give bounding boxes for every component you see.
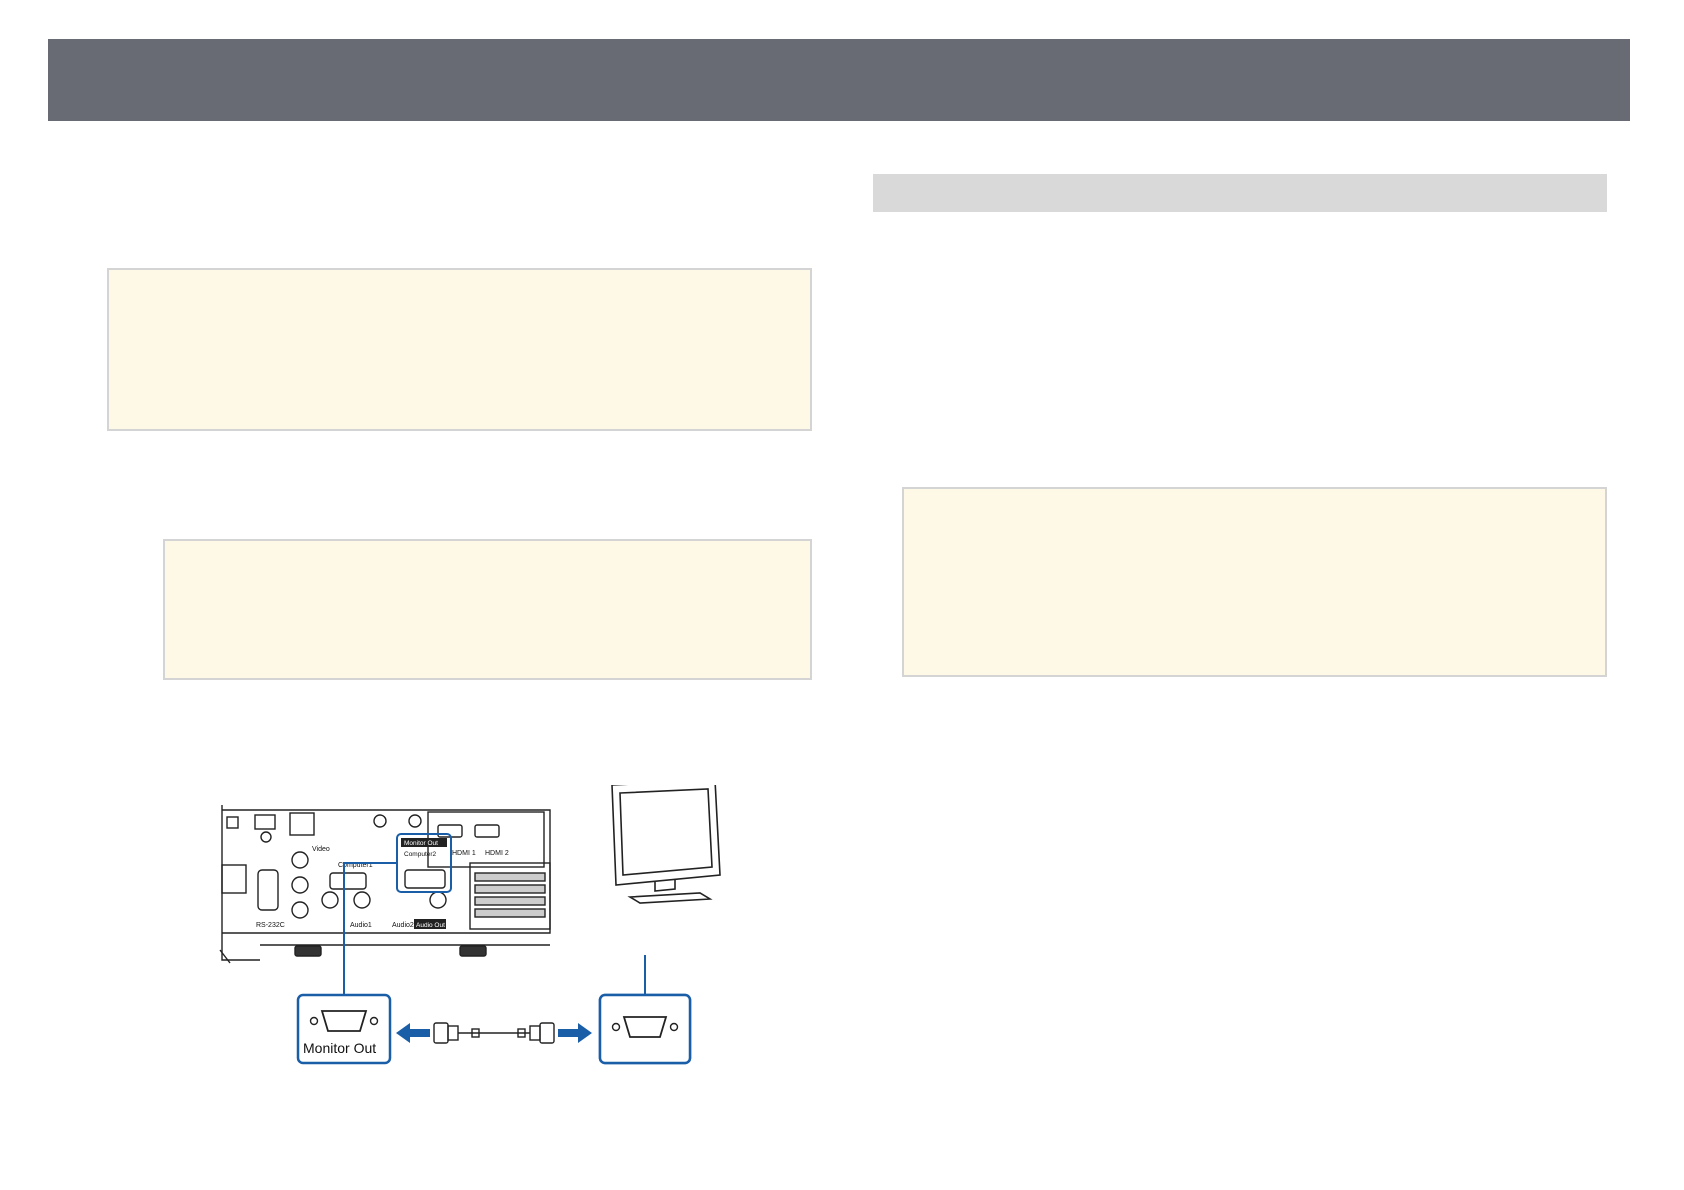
vga-port-icon: [320, 1010, 368, 1032]
arrow-right-icon: [558, 1023, 592, 1043]
label-audio-out: Audio Out: [416, 922, 445, 929]
monitor-out-callout: [296, 993, 392, 1065]
label-audio1: Audio1: [350, 922, 372, 929]
monitor-connection-diagram: Video Computer1 Monitor Out Computer2 HD…: [219, 785, 721, 1065]
note-box: [902, 487, 1607, 677]
section-heading-bar: [873, 174, 1607, 212]
label-hdmi1: HDMI 1: [452, 850, 476, 857]
label-hdmi2: HDMI 2: [485, 850, 509, 857]
label-video: Video: [312, 846, 330, 853]
connection-illustration: Video Computer1 Monitor Out Computer2 HD…: [200, 785, 740, 1085]
callout-label-monitor-out: Monitor Out: [303, 1040, 376, 1056]
label-monitor-out-small: Monitor Out: [404, 840, 438, 847]
leader-line-projector: [343, 862, 397, 995]
label-computer2: Computer2: [404, 851, 437, 858]
note-box: [107, 268, 812, 431]
projector-rear-panel: [219, 805, 551, 964]
external-monitor-icon: [611, 785, 721, 904]
vga-cable-icon: [433, 1022, 555, 1044]
arrow-left-icon: [396, 1023, 430, 1043]
note-box: [163, 539, 812, 680]
page-header-bar: [48, 39, 1630, 121]
label-rs232c: RS-232C: [256, 922, 285, 929]
label-computer1: Computer1: [338, 862, 373, 869]
label-audio2: Audio2: [392, 922, 414, 929]
